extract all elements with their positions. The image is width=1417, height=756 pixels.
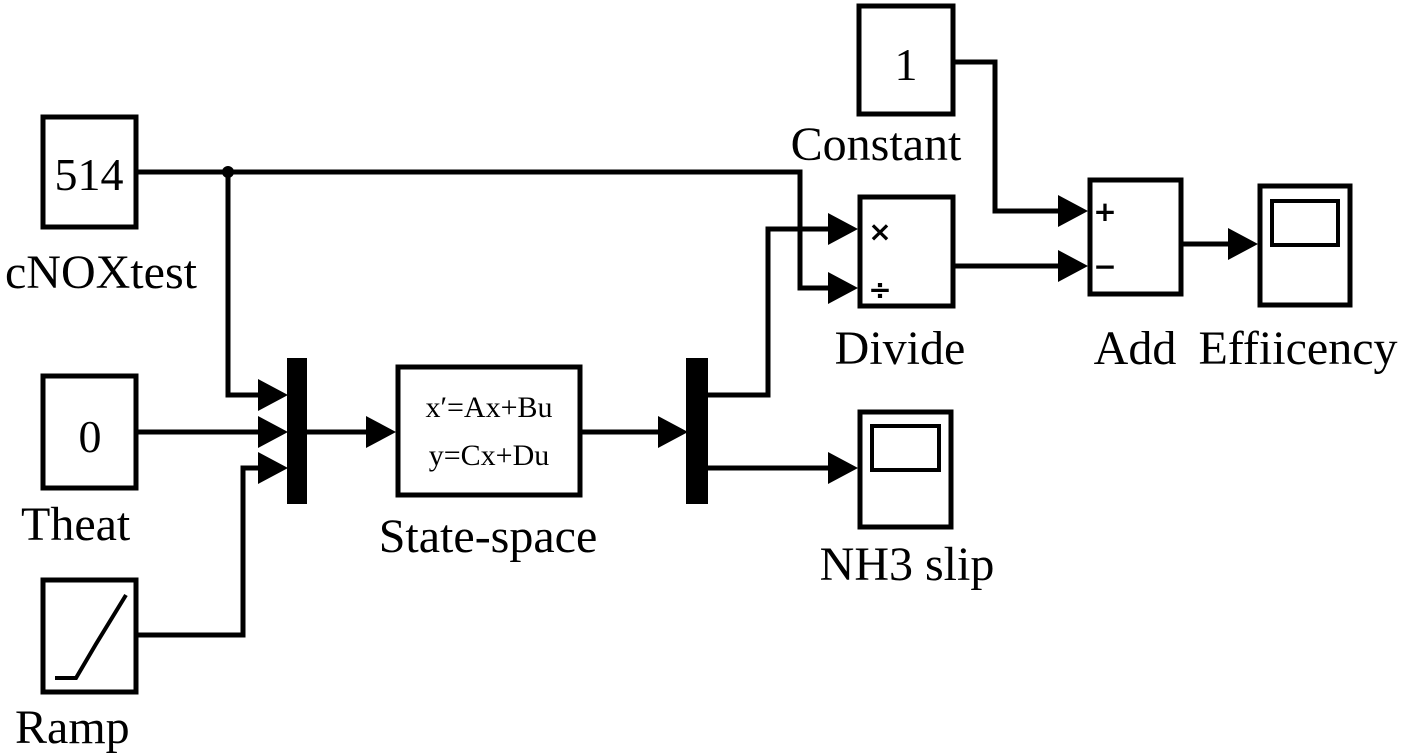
divide-label: Divide xyxy=(835,322,966,375)
divide-sign: ÷ xyxy=(868,273,891,306)
ramp-icon xyxy=(55,593,128,680)
junction-dot xyxy=(222,166,234,178)
divide-block[interactable]: × ÷ xyxy=(857,194,956,309)
arrow-icon xyxy=(828,452,858,484)
add-block[interactable]: + − xyxy=(1087,177,1184,297)
theat-label: Theat xyxy=(21,498,131,551)
theat-value: 0 xyxy=(79,411,102,462)
constant-value: 1 xyxy=(895,39,918,90)
wire-constant-to-add xyxy=(955,59,1065,214)
nh3-slip-scope-block[interactable] xyxy=(857,409,954,530)
wire-cnox-to-mux xyxy=(225,172,265,398)
plus-sign: + xyxy=(1093,195,1116,228)
scope-screen-icon xyxy=(1270,199,1340,247)
arrow-icon xyxy=(258,379,288,411)
arrow-icon xyxy=(258,452,288,484)
efficiency-scope-block[interactable] xyxy=(1257,183,1353,308)
scope-screen-icon xyxy=(870,424,941,472)
state-equation: x′=Ax+Bu xyxy=(425,391,552,424)
cnox-value: 514 xyxy=(55,149,124,200)
ramp-block[interactable] xyxy=(40,577,139,695)
demux-block[interactable] xyxy=(686,358,708,504)
constant-label: Constant xyxy=(791,118,962,171)
mux-block[interactable] xyxy=(287,358,307,504)
ramp-label: Ramp xyxy=(15,701,130,754)
arrow-icon xyxy=(1058,250,1088,282)
arrow-icon xyxy=(1058,195,1088,227)
arrow-icon xyxy=(658,416,688,448)
arrow-icon xyxy=(1228,228,1258,260)
efficiency-scope-label: Effiicency xyxy=(1198,322,1397,375)
theat-constant-block[interactable]: 0 xyxy=(40,373,139,491)
arrow-icon xyxy=(828,272,858,304)
add-label: Add xyxy=(1094,322,1177,375)
minus-sign: − xyxy=(1093,250,1116,283)
wire-demux-to-divide xyxy=(707,226,835,398)
wire-cnox-to-divide xyxy=(138,169,835,291)
arrow-icon xyxy=(828,213,858,245)
state-space-label: State-space xyxy=(379,510,598,563)
wire-ramp-to-mux xyxy=(138,465,265,638)
constant-block[interactable]: 1 xyxy=(856,3,956,117)
output-equation: y=Cx+Du xyxy=(429,439,550,472)
arrow-icon xyxy=(258,416,288,448)
nh3-slip-label: NH3 slip xyxy=(820,538,995,591)
cnox-constant-block[interactable]: 514 xyxy=(40,114,139,230)
arrow-icon xyxy=(366,416,396,448)
multiply-sign: × xyxy=(868,215,891,248)
state-space-block[interactable]: x′=Ax+Bu y=Cx+Du xyxy=(395,364,583,498)
cnox-label: cNOXtest xyxy=(5,246,198,299)
